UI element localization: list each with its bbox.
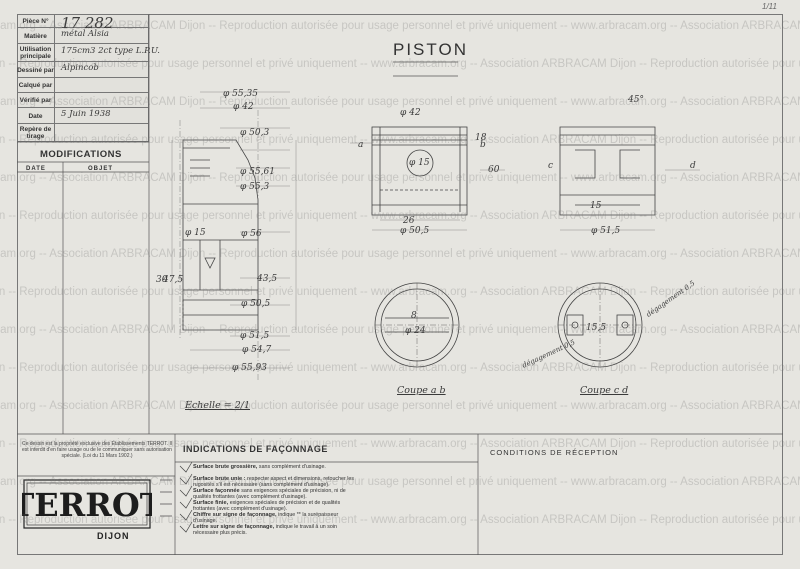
dim-d26: 8 (411, 311, 417, 321)
dim-d7: φ 15 (185, 228, 206, 238)
title-block-row: Matière métal Alsia (17, 28, 149, 44)
title-block-row: Dessiné par Alpincob (17, 62, 149, 78)
terrot-logo-text: TERROT (22, 486, 152, 524)
dim-d17: φ 15 (409, 158, 430, 168)
view-label-a: a (358, 140, 364, 150)
title-block-value: Alpincob (61, 63, 99, 73)
indication-item: Surface façonnée sans exigences spéciale… (193, 488, 363, 500)
title-block-value: 175cm3 2ct type L.P.U. (61, 46, 160, 56)
dim-d20: 45° (628, 95, 644, 105)
title-block-label: Dessiné par (17, 62, 55, 78)
indication-desc: indique le travail à un soin nécessaire … (193, 524, 337, 536)
terrot-logo: TERROT (22, 479, 152, 529)
indications-title: INDICATIONS DE FAÇONNAGE (183, 444, 328, 454)
indication-desc: exigences spéciales de précision et de q… (193, 500, 341, 512)
conditions-title: CONDITIONS DE RÉCEPTION (490, 448, 619, 457)
indication-name: Surface brute unie : (193, 476, 248, 482)
dim-d14: 47,5 (163, 275, 184, 285)
indication-name: Chiffre sur signe de façonnage, (193, 512, 279, 518)
title-block-row: Repère de tirage (17, 124, 149, 142)
dim-d21: 18 (475, 133, 487, 143)
scale-label: Echelle = 2/1 (185, 400, 250, 411)
brand-city: DIJON (97, 531, 130, 541)
indication-desc: sans complément d'usinage. (258, 464, 326, 470)
dim-d2: φ 42 (233, 102, 254, 112)
page-mark: 1/11 (762, 2, 777, 11)
title-block-value: 17 282 (61, 14, 114, 32)
indication-desc: respecter aspect et dimensions, retouche… (193, 476, 354, 488)
dim-d16: φ 42 (400, 108, 421, 118)
dim-d6: φ 56 (241, 229, 262, 239)
view-label-d: d (690, 161, 696, 171)
dim-d10: φ 54,7 (242, 345, 272, 355)
view-label-b: b (480, 140, 486, 150)
title-block-label: Pièce N° (17, 14, 55, 28)
dim-d8: φ 50,5 (241, 299, 271, 309)
section-ab-label: Coupe a b (397, 385, 446, 396)
indication-item: Surface brute unie : respecter aspect et… (193, 476, 363, 488)
legal-notice: Ce dessin est la propriété exclusive des… (22, 441, 172, 459)
title-block-row: Pièce N° 17 282 (17, 14, 149, 32)
indication-name: Surface brute grossière, (193, 464, 259, 470)
title-block-label: Vérifié par (17, 93, 55, 108)
dim-d3: φ 50,3 (240, 128, 270, 138)
dim-d15: 15,5 (586, 323, 607, 333)
indication-item: Surface finie, exigences spéciales de pr… (193, 500, 363, 512)
indication-desc: sans exigences spéciales de précision, n… (193, 488, 346, 500)
dim-d25: φ 24 (405, 326, 426, 336)
indication-desc: indique ** la surépaisseur d'usinage. (193, 512, 339, 524)
dim-d22: 26 (403, 216, 415, 226)
title-block-row: Date 5 Juin 1938 (17, 108, 149, 124)
modifications-date-col: DATE (26, 166, 46, 172)
title-block (17, 14, 149, 142)
indication-item: Chiffre sur signe de façonnage, indique … (193, 512, 363, 524)
dim-d1: φ 55,35 (223, 89, 258, 99)
dim-d24: 15 (590, 201, 602, 211)
title-block-label: Matière (17, 28, 55, 44)
dim-d5: φ 55,3 (240, 182, 270, 192)
title-block-label: Calqué par (17, 78, 55, 93)
drawing-frame (17, 14, 783, 555)
dim-d4: φ 55,61 (240, 167, 275, 177)
title-block-label: Date (17, 108, 55, 124)
title-block-value: 5 Juin 1938 (61, 109, 111, 119)
indication-item: Lettre sur signe de façonnage, indique l… (193, 524, 363, 536)
dim-d12: 43,5 (257, 274, 278, 284)
title-block-label: Utilisation principale (17, 44, 55, 62)
title-block-value: métal Alsia (61, 29, 109, 39)
dim-d19: φ 51,5 (591, 226, 621, 236)
indication-item: Surface brute grossière, sans complément… (193, 464, 363, 470)
title-block-row: Calqué par (17, 78, 149, 93)
drawing-title: PISTON (393, 40, 468, 59)
view-label-c: c (548, 161, 554, 171)
dim-d9: φ 51,5 (240, 331, 270, 341)
indication-name: Surface finie, (193, 500, 230, 506)
modifications-objet-col: OBJET (88, 166, 114, 172)
dim-d13: 30 (156, 275, 168, 285)
dim-d18: φ 50,5 (400, 226, 430, 236)
modifications-heading: MODIFICATIONS (40, 149, 122, 160)
title-block-row: Vérifié par (17, 93, 149, 108)
title-block-label: Repère de tirage (17, 124, 55, 142)
indication-name: Lettre sur signe de façonnage, (193, 524, 276, 530)
title-block-row: Utilisation principale 175cm3 2ct type L.… (17, 44, 160, 62)
dim-d11: φ 55,93 (232, 363, 267, 373)
indication-name: Surface façonnée (193, 488, 242, 494)
dim-d23: 60 (488, 165, 500, 175)
section-cd-label: Coupe c d (580, 385, 629, 396)
